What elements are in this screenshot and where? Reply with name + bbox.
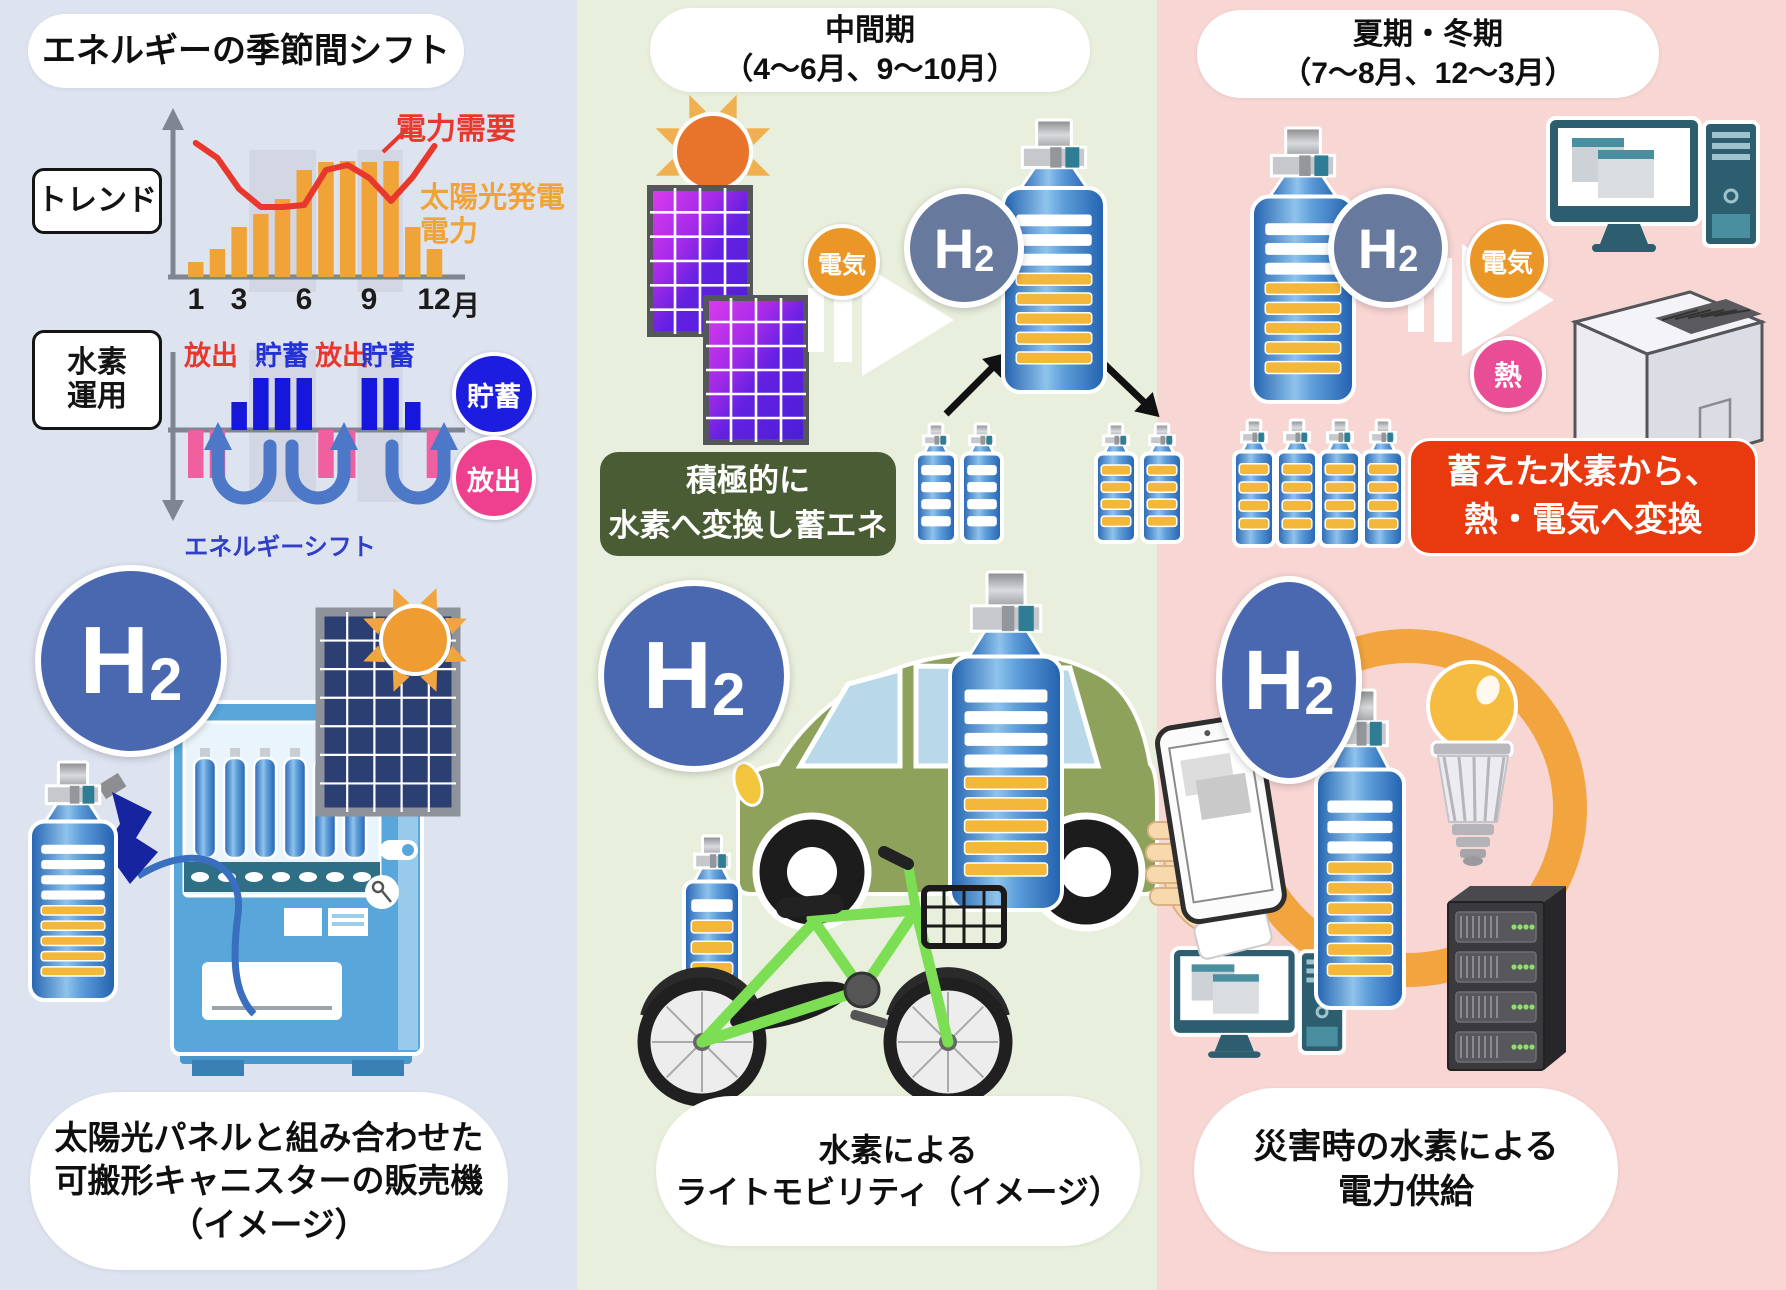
filled-canister-icon (1361, 418, 1405, 548)
server-rack-icon (1447, 886, 1566, 1071)
green-box-line2: 水素へ変換し蓄エネ (608, 508, 888, 543)
trend-label: トレンド (37, 183, 157, 217)
green-box-line1: 積極的に (686, 463, 810, 499)
solar-panel-icon (703, 295, 809, 445)
red-box-line1: 蓄えた水素から、 (1447, 453, 1719, 492)
car-canister-icon (948, 570, 1064, 912)
empty-canister-icon (914, 422, 958, 544)
right-caption-line1: 災害時の水素による (1253, 1128, 1559, 1167)
trend-chart (162, 108, 465, 292)
right-title-line1: 夏期・冬期 (1353, 18, 1503, 51)
right-caption-line2: 電力供給 (1338, 1173, 1474, 1211)
store-energy-note-box: 積極的に 水素へ変換し蓄エネ (600, 452, 896, 556)
sun-icon (655, 94, 771, 210)
left-title-pill: エネルギーの季節間シフト (28, 14, 464, 88)
electricity-badge-middle: 電気 (804, 224, 880, 300)
heating-unit-icon (1570, 290, 1767, 480)
electricity-badge-right: 電気 (1466, 220, 1548, 302)
right-title-pill: 夏期・冬期 （7～8月、12～3月） (1197, 10, 1659, 98)
x-axis-month-unit: 月 (452, 290, 481, 321)
right-title-line2: （7～8月、12～3月） (1281, 57, 1575, 90)
red-box-line2: 熱・電気へ変換 (1464, 501, 1702, 539)
trend-label-box: トレンド (32, 168, 162, 234)
phase-release-1: 放出 (184, 341, 238, 371)
left-title: エネルギーの季節間シフト (42, 31, 450, 70)
release-badge: 放出 (452, 436, 536, 520)
right-caption-pill: 災害時の水素による 電力供給 (1194, 1088, 1618, 1252)
hydro-label-line1: 水素 (67, 345, 127, 379)
middle-title-pill: 中間期 （4～6月、9～10月） (650, 8, 1090, 92)
electric-bike-icon (637, 846, 1013, 1107)
middle-caption-line2: ライトモビリティ（イメージ） (675, 1174, 1121, 1210)
convert-note-box: 蓄えた水素から、 熱・電気へ変換 (1408, 438, 1758, 556)
phase-store-2: 貯蓄 (361, 341, 415, 371)
hydro-label-line2: 運用 (67, 380, 127, 413)
middle-scene (637, 94, 1184, 1107)
demand-series-label: 電力需要 (396, 113, 516, 146)
heat-badge: 熱 (1470, 336, 1546, 412)
right-scene (1145, 116, 1767, 1071)
left-caption-line3: （イメージ） (170, 1205, 368, 1243)
filled-canister-icon (1232, 418, 1276, 548)
x-tick-1: 1 (187, 283, 205, 316)
hydrogen-operation-chart (162, 350, 465, 521)
large-h2-canister-icon (1001, 118, 1107, 394)
x-tick-3: 3 (230, 283, 248, 316)
supply-canister-icon (1314, 688, 1406, 1010)
solar-series-label-line1: 太陽光発電 (420, 182, 566, 214)
x-tick-6: 6 (295, 283, 313, 316)
filled-canister-icon (1140, 422, 1184, 544)
x-tick-12: 12 (417, 283, 451, 316)
left-scene (28, 588, 467, 1076)
middle-caption-line1: 水素による (818, 1131, 978, 1168)
left-caption-line2: 可搬形キャニスターの販売機 (54, 1162, 484, 1200)
phase-store-1: 貯蓄 (255, 341, 309, 371)
desktop-computer-icon (1546, 116, 1760, 252)
energy-shift-label: エネルギーシフト (184, 534, 376, 561)
hand-with-smartphone-icon (1145, 714, 1287, 960)
left-caption-line1: 太陽光パネルと組み合わせた (54, 1118, 484, 1156)
middle-caption-pill: 水素による ライトモビリティ（イメージ） (656, 1096, 1140, 1246)
sun-icon (363, 588, 467, 692)
hydrogen-operation-label-box: 水素 運用 (32, 330, 162, 430)
left-caption-pill: 太陽光パネルと組み合わせた 可搬形キャニスターの販売機 （イメージ） (30, 1092, 508, 1270)
led-bulb-icon (1426, 660, 1518, 866)
store-badge: 貯蓄 (452, 352, 536, 436)
filled-canister-icon (1318, 418, 1362, 548)
phase-release-2: 放出 (315, 341, 369, 371)
filled-canister-icon (1275, 418, 1319, 548)
filled-canister-icon (1094, 422, 1138, 544)
x-tick-9: 9 (360, 283, 378, 316)
empty-canister-icon (960, 422, 1004, 544)
middle-title-line2: （4～6月、9～10月） (723, 53, 1017, 86)
portable-canister-icon (28, 760, 118, 1002)
solar-series-label-line2: 電力 (420, 216, 479, 248)
middle-title-line1: 中間期 (825, 14, 915, 47)
